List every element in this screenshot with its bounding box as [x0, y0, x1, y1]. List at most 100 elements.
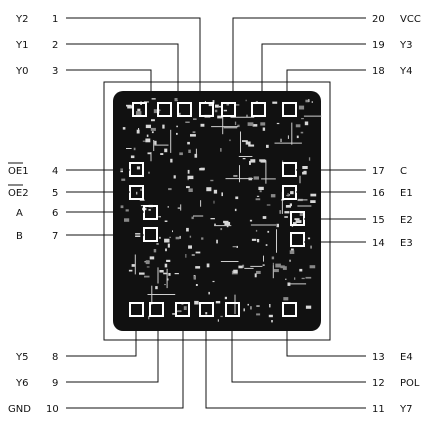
- die-speck: [151, 131, 154, 134]
- die-speck: [214, 109, 218, 113]
- die-speck: [220, 148, 222, 152]
- die-speck: [280, 138, 282, 142]
- die-speck: [232, 246, 237, 248]
- die-speck: [167, 206, 169, 208]
- die-speck: [143, 101, 149, 103]
- die-speck: [296, 135, 299, 139]
- die-speck: [259, 159, 266, 162]
- die-speck: [195, 266, 201, 269]
- pin-number-4: 4: [52, 166, 58, 177]
- die-speck: [189, 235, 192, 238]
- die-speck: [190, 134, 196, 137]
- die-speck: [275, 263, 281, 268]
- die-speck: [210, 179, 214, 182]
- die-speck: [213, 200, 215, 204]
- die-speck: [249, 219, 253, 222]
- die-speck: [259, 190, 262, 193]
- die-speck: [149, 256, 155, 260]
- die-speck: [250, 306, 252, 310]
- die-speck: [287, 135, 289, 139]
- die-speck: [120, 205, 124, 209]
- pin-label-2: Y1: [15, 40, 28, 51]
- die-speck: [242, 158, 246, 160]
- die-speck: [214, 223, 216, 226]
- die-speck: [177, 207, 181, 209]
- leader-line-pin-1: [66, 17, 201, 100]
- die-speck: [298, 105, 305, 110]
- die-speck: [188, 149, 191, 153]
- die-speck: [224, 222, 231, 226]
- die-speck: [243, 308, 245, 312]
- die-speck: [166, 259, 171, 262]
- die-speck: [130, 155, 135, 159]
- die-speck: [291, 248, 294, 252]
- die-speck: [266, 204, 271, 206]
- die-speck: [185, 254, 187, 258]
- leader-line-pin-9: [66, 318, 159, 383]
- die-speck: [145, 138, 151, 143]
- die-speck: [191, 216, 194, 220]
- die-speck: [247, 303, 249, 306]
- die-speck: [159, 236, 161, 239]
- die-speck: [215, 301, 221, 304]
- pin-label-10: GND: [8, 404, 31, 415]
- die-speck: [226, 103, 230, 106]
- bond-pad: [282, 102, 297, 117]
- die-speck: [164, 148, 168, 153]
- bond-pad: [282, 302, 297, 317]
- bond-pad: [225, 302, 240, 317]
- pin-label-14: E3: [400, 238, 413, 249]
- pin-number-7: 7: [52, 231, 58, 242]
- die-speck: [145, 124, 151, 129]
- die-speck: [247, 122, 254, 126]
- die-speck: [254, 273, 257, 278]
- die-speck: [200, 167, 205, 171]
- die-speck: [258, 186, 264, 190]
- pin-label-5: OE2: [8, 188, 29, 199]
- die-speck: [174, 98, 178, 102]
- pin-label-12: POL: [400, 378, 420, 389]
- die-speck: [153, 109, 160, 114]
- die-speck: [255, 101, 258, 103]
- bond-pad: [251, 102, 266, 117]
- bond-pad: [221, 102, 236, 117]
- pin-number-1: 1: [52, 14, 58, 25]
- die-speck: [183, 306, 187, 310]
- die-speck: [305, 99, 309, 103]
- die-speck: [160, 153, 164, 155]
- die-speck: [217, 115, 223, 119]
- die-speck: [276, 122, 280, 125]
- pin-label-18: Y4: [399, 66, 412, 77]
- die-speck: [176, 132, 178, 135]
- die-speck: [213, 189, 218, 194]
- die-speck: [142, 140, 146, 142]
- die-speck: [299, 212, 304, 216]
- die-speck: [276, 223, 279, 228]
- pin-number-20: 20: [372, 14, 385, 25]
- pin-label-6: A: [16, 208, 23, 219]
- die-speck: [288, 194, 290, 196]
- die-speck: [187, 141, 190, 145]
- die-speck: [165, 248, 167, 252]
- die-speck: [127, 105, 134, 109]
- die-speck: [200, 123, 205, 127]
- die-speck: [206, 187, 212, 192]
- die-speck: [287, 193, 289, 197]
- bond-pad: [177, 102, 192, 117]
- die-speck: [310, 245, 312, 249]
- die-speck: [164, 284, 166, 286]
- die-speck: [268, 314, 273, 318]
- die-speck: [176, 310, 181, 313]
- die-circuit-texture: [120, 98, 322, 323]
- pin-number-19: 19: [372, 40, 385, 51]
- pin-number-2: 2: [52, 40, 58, 51]
- die-speck: [246, 114, 248, 118]
- bond-pad: [129, 302, 144, 317]
- die-speck: [233, 175, 238, 177]
- die-speck: [249, 160, 251, 165]
- die-speck: [307, 237, 311, 240]
- pin-label-19: Y3: [399, 40, 412, 51]
- pin-leader-lines: [66, 17, 366, 409]
- die-speck: [179, 235, 181, 239]
- die-speck: [260, 122, 266, 126]
